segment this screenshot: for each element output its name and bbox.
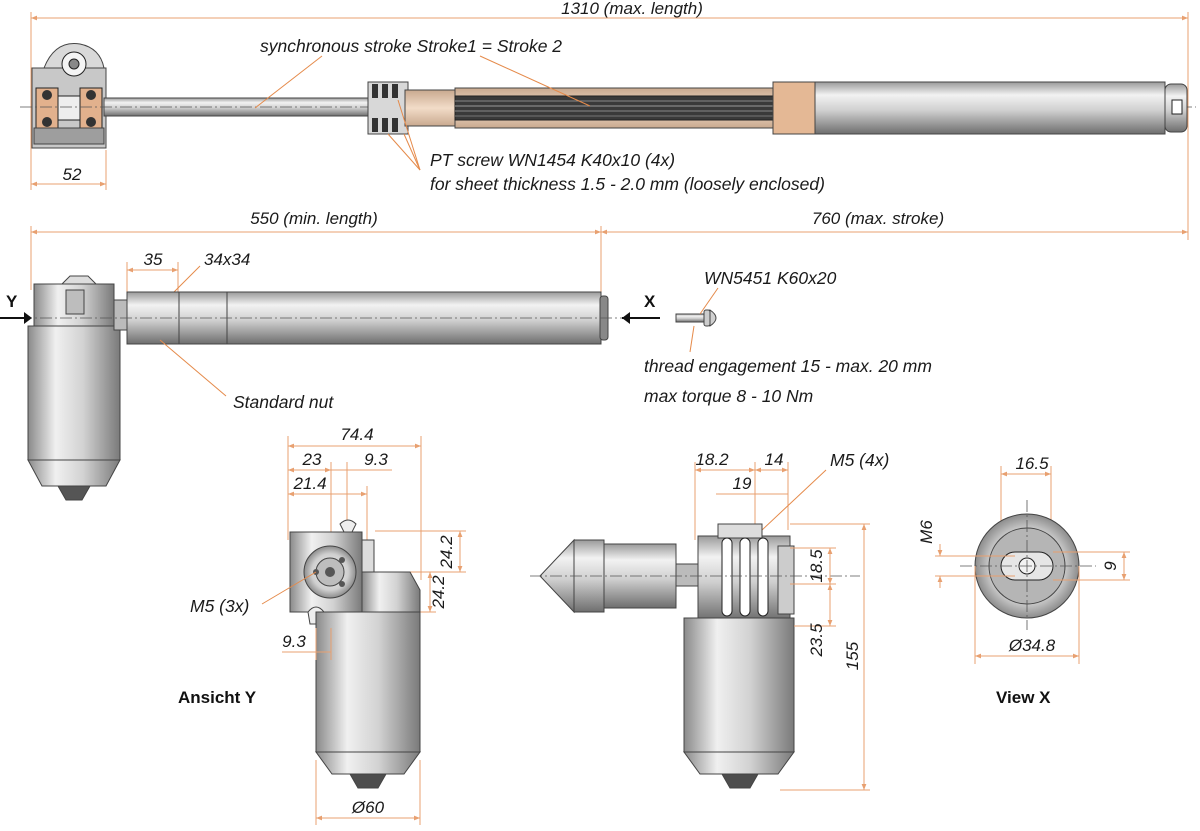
view-x: 16.5 M6 9 Ø34.8 View X [917, 454, 1130, 707]
nut-section [367, 81, 409, 135]
dim-760-text: 760 (max. stroke) [812, 209, 944, 228]
thread-engagement-label: thread engagement 15 - max. 20 mm [644, 356, 932, 376]
dim-9-text: 9 [1101, 561, 1120, 571]
motor-body-y [315, 611, 421, 753]
gear-head-section [31, 43, 107, 149]
motor-side [27, 275, 121, 501]
dim-16-5-text: 16.5 [1015, 454, 1049, 473]
leader-34x34 [171, 265, 201, 295]
dim-23-5-text: 23.5 [807, 623, 826, 658]
leader-standard-nut [159, 339, 227, 397]
motor-taper-y [315, 751, 421, 775]
dim-24-2-b-text: 24.2 [429, 575, 448, 610]
dim-23-text: 23 [302, 450, 322, 469]
section-view: 1310 (max. length) [20, 0, 1196, 240]
standard-nut-label: Standard nut [233, 392, 334, 412]
leader-pt-c [397, 99, 421, 171]
view-x-title: View X [996, 688, 1051, 707]
inner-tube-end [404, 89, 456, 127]
dim-d60-text: Ø60 [351, 798, 385, 817]
sync-stroke-label: synchronous stroke Stroke1 = Stroke 2 [260, 36, 562, 56]
leader-pt-b [403, 133, 421, 171]
max-torque-label: max torque 8 - 10 Nm [644, 386, 813, 406]
leader-bolt [699, 287, 719, 315]
housing-lug [361, 539, 375, 573]
leader-thread [689, 325, 695, 353]
view-side-2: 18.2 14 19 M5 (4x) 18.5 23.5 155 [530, 450, 889, 791]
top-notch [339, 519, 357, 533]
dim-550-text: 550 (min. length) [250, 209, 378, 228]
arrow-y-head [24, 312, 32, 324]
m5-3x-label: M5 (3x) [190, 596, 249, 616]
dim-24-2-a-text: 24.2 [437, 535, 456, 570]
housing-side [361, 571, 421, 613]
view-y-title: Ansicht Y [178, 688, 257, 707]
view-y: 74.4 23 9.3 21.4 24.2 24.2 M5 (3x) [178, 425, 466, 825]
dim-74-4-text: 74.4 [340, 425, 373, 444]
dim-52-text: 52 [63, 165, 82, 184]
pt-screw-label-1: PT screw WN1454 K40x10 (4x) [430, 150, 675, 170]
motor-taper-side [683, 751, 795, 775]
dim-18-2-text: 18.2 [695, 450, 729, 469]
leader-sync-a [254, 55, 323, 109]
arrow-x-label: X [644, 292, 656, 311]
leader-pt-a [387, 133, 421, 171]
dim-9-3-bottom-text: 9.3 [282, 632, 306, 651]
m5-4x-label: M5 (4x) [830, 450, 889, 470]
dim-155-text: 155 [843, 641, 862, 670]
dim-35-text: 35 [144, 250, 163, 269]
shaft-coupling [113, 299, 129, 331]
tube-collar [772, 81, 816, 135]
side-view: 550 (min. length) 760 (max. stroke) 35 3… [0, 209, 1188, 501]
bolt-icon [675, 309, 717, 327]
motor-body-side [683, 617, 795, 753]
motor-tip-y [349, 773, 387, 789]
motor-tip-side [721, 773, 759, 789]
dim-m6-text: M6 [917, 520, 936, 544]
dim-9-3-top-text: 9.3 [364, 450, 388, 469]
pt-screw-label-2: for sheet thickness 1.5 - 2.0 mm (loosel… [430, 174, 825, 194]
dim-14-text: 14 [765, 450, 784, 469]
outer-tube [814, 81, 1166, 135]
shaft-side [675, 563, 699, 587]
dim-1310-text: 1310 (max. length) [561, 0, 703, 18]
dim-d34-8-text: Ø34.8 [1008, 636, 1056, 655]
leader-sync-b [479, 55, 591, 107]
arrow-y-label: Y [6, 292, 18, 311]
dim-19-text: 19 [733, 474, 752, 493]
bolt-label: WN5451 K60x20 [704, 268, 837, 288]
leader-m5-3x [261, 571, 317, 605]
dim-18-5-text: 18.5 [807, 549, 826, 583]
leader-m5-4x [761, 469, 827, 531]
arrow-x-head [622, 312, 630, 324]
dim-21-4-text: 21.4 [292, 474, 326, 493]
dim-34x34-text: 34x34 [204, 250, 250, 269]
